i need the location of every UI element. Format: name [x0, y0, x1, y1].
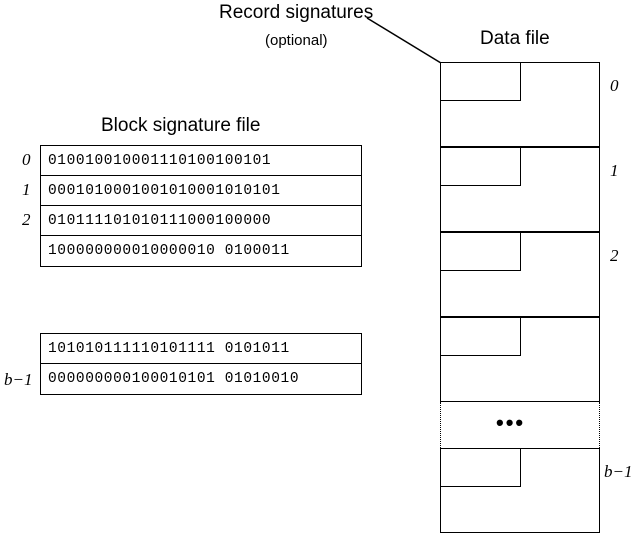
table-row: 101010111110101111 0101011	[41, 334, 361, 364]
table-row: 010111101010111000100000	[41, 206, 361, 236]
data-block-index-1: 1	[610, 161, 619, 180]
record-signature-subbox	[441, 63, 521, 101]
data-file-title: Data file	[480, 28, 550, 49]
block-signature-row-index-2: 2	[22, 210, 31, 229]
data-block-last	[440, 448, 600, 533]
record-signature-subbox	[441, 449, 521, 487]
data-block-index-0: 0	[610, 76, 619, 95]
record-signature-subbox	[441, 148, 521, 186]
data-block	[440, 232, 600, 317]
record-signature-subbox	[441, 318, 521, 356]
data-block-index-2: 2	[610, 246, 619, 265]
data-block	[440, 147, 600, 232]
table-row: 010010010001110100100101	[41, 146, 361, 176]
table-row: 0001010001001010001010101	[41, 176, 361, 206]
block-signature-row-index-1: 1	[22, 180, 31, 199]
data-file: •••	[440, 62, 600, 533]
data-file-continuation-gap	[440, 402, 600, 448]
signature-bits: 000000000100010101 01010010	[48, 371, 300, 387]
record-signature-subbox	[441, 233, 521, 271]
data-block	[440, 62, 600, 147]
block-signature-row-index-0: 0	[22, 150, 31, 169]
signature-bits: 0001010001001010001010101	[48, 182, 281, 199]
signature-bits: 010111101010111000100000	[48, 212, 272, 229]
figure-canvas: Record signatures (optional) Block signa…	[4, 2, 633, 533]
record-signatures-label: Record signatures	[219, 2, 374, 23]
ellipsis-label: •••	[496, 410, 526, 435]
block-signature-group-2: 101010111110101111 0101011 0000000001000…	[40, 333, 362, 395]
signature-bits: 101010111110101111 0101011	[48, 340, 290, 357]
signature-bits: 100000000010000010 0100011	[48, 243, 290, 259]
block-signature-row-index-last: b−1	[4, 370, 33, 389]
data-block-index-last: b−1	[604, 462, 633, 481]
signature-bits: 010010010001110100100101	[48, 152, 272, 169]
record-signatures-optional-label: (optional)	[265, 32, 328, 49]
data-block	[440, 317, 600, 402]
table-row: 000000000100010101 01010010	[41, 364, 361, 394]
block-signature-file-title: Block signature file	[101, 115, 261, 136]
block-signature-group-1: 010010010001110100100101 000101000100101…	[40, 145, 362, 267]
table-row: 100000000010000010 0100011	[41, 236, 361, 266]
